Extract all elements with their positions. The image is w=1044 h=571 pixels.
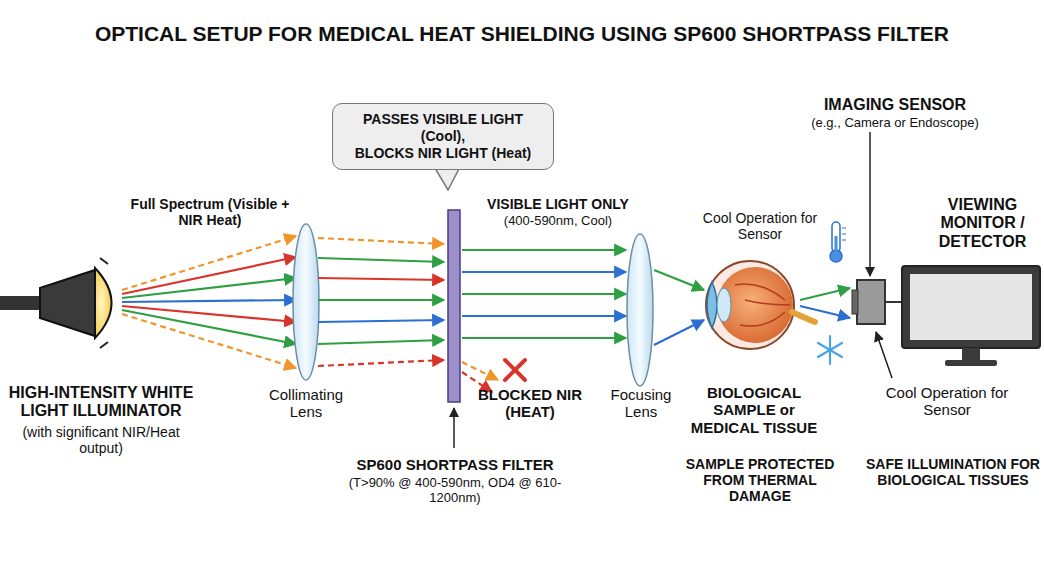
diagram-label: (400-590nm, Cool) — [478, 214, 638, 229]
diagram-label: SAFE ILLUMINATION FOR BIOLOGICAL TISSUES — [866, 456, 1040, 488]
callout-text: BLOCKS NIR LIGHT (Heat) — [341, 145, 545, 162]
diagram-label: Cool Operation for Sensor — [872, 384, 1022, 419]
diagram-label: BLOCKED NIR (HEAT) — [470, 386, 590, 421]
diagram-label: VIEWING MONITOR / DETECTOR — [925, 196, 1040, 251]
diagram-label: Cool Operation for Sensor — [690, 210, 830, 242]
diagram-label: Focusing Lens — [596, 386, 686, 421]
diagram-label: HIGH-INTENSITY WHITE LIGHT ILLUMINATOR — [6, 384, 196, 421]
diagram-label: VISIBLE LIGHT ONLY — [478, 196, 638, 212]
diagram-label: Collimating Lens — [256, 386, 356, 421]
callout-text: PASSES VISIBLE LIGHT (Cool), — [341, 111, 545, 145]
diagram-label: IMAGING SENSOR — [800, 96, 990, 114]
diagram-label: SAMPLE PROTECTED FROM THERMAL DAMAGE — [680, 456, 840, 504]
diagram-label: (T>90% @ 400-590nm, OD4 @ 610-1200nm) — [330, 476, 580, 506]
diagram-label: (with significant NIR/Heat output) — [6, 424, 196, 456]
diagram-label: (e.g., Camera or Endoscope) — [790, 116, 1000, 131]
callout-bubble: PASSES VISIBLE LIGHT (Cool),BLOCKS NIR L… — [332, 103, 554, 170]
diagram-label: BIOLOGICAL SAMPLE or MEDICAL TISSUE — [686, 384, 822, 436]
diagram-title: OPTICAL SETUP FOR MEDICAL HEAT SHIELDING… — [10, 22, 1034, 46]
diagram-label: Full Spectrum (Visible + NIR Heat) — [130, 196, 290, 228]
diagram-label: SP600 SHORTPASS FILTER — [340, 456, 570, 473]
